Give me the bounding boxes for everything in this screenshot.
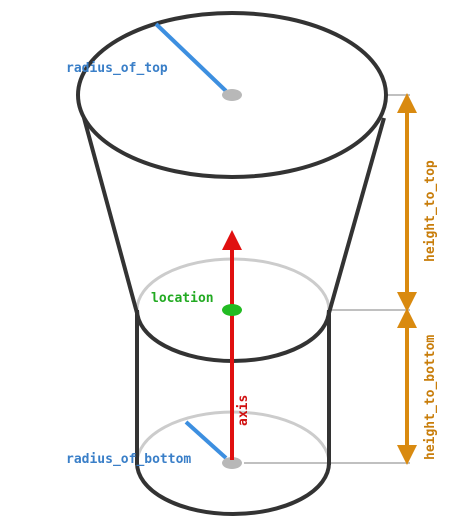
bottom-ellipse-front-edge xyxy=(135,462,331,516)
location-marker xyxy=(222,304,242,316)
cone-right-wall xyxy=(327,117,386,314)
radius-of-top-line xyxy=(154,22,228,93)
radius-of-top-label: radius_of_top xyxy=(66,61,168,76)
bottom-center-dot xyxy=(222,457,242,469)
top-center-dot xyxy=(222,89,242,101)
height-to-bottom-label: height_to_bottom xyxy=(423,335,438,460)
location-label: location xyxy=(151,291,214,306)
axis-label: axis xyxy=(236,395,251,426)
radius-of-bottom-line xyxy=(184,420,228,460)
radius-of-bottom-label: radius_of_bottom xyxy=(66,452,191,467)
cone-left-wall xyxy=(82,117,139,314)
height-to-top-label: height_to_top xyxy=(423,160,438,262)
